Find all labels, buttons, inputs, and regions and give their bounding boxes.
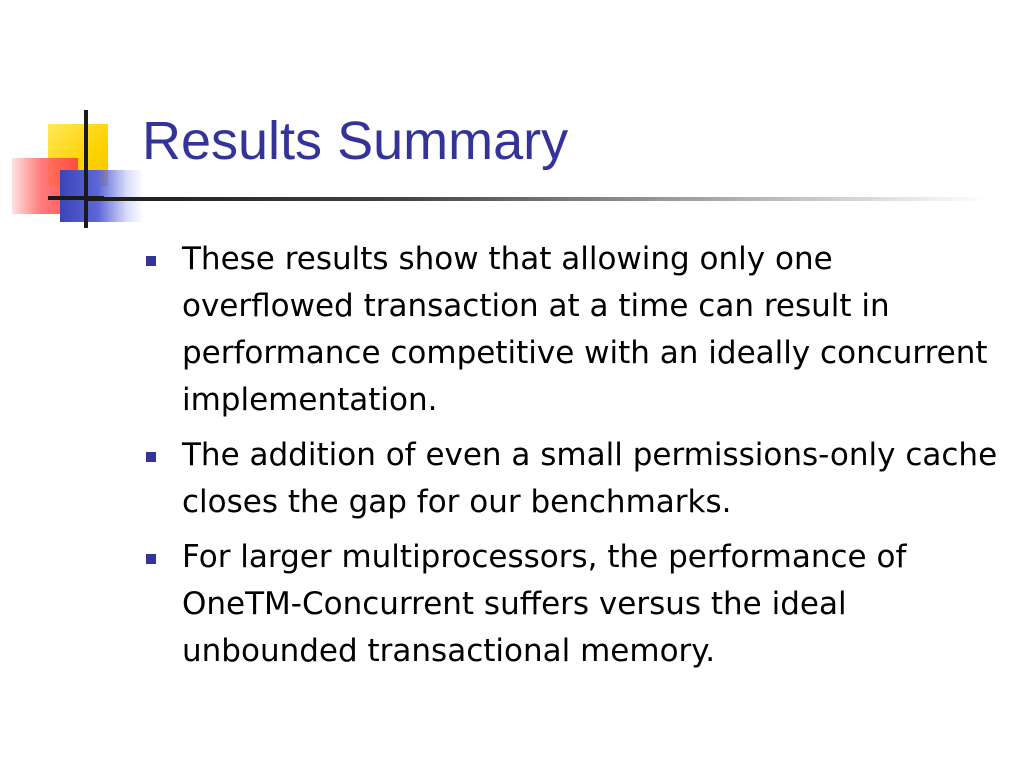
bullet-item: For larger multiprocessors, the performa… <box>142 534 1002 675</box>
square-bullet-icon <box>146 256 156 266</box>
title-underline <box>88 197 988 201</box>
bullet-text: These results show that allowing only on… <box>182 241 988 418</box>
bullet-item: These results show that allowing only on… <box>142 236 1002 424</box>
slide-title: Results Summary <box>142 111 569 171</box>
bullet-item: The addition of even a small permissions… <box>142 432 1002 526</box>
corner-ornament-horizontal-line <box>48 196 104 200</box>
corner-ornament-vertical-line <box>84 110 88 228</box>
bullet-list: These results show that allowing only on… <box>142 236 1002 683</box>
bullet-text: For larger multiprocessors, the performa… <box>182 539 907 669</box>
bullet-text: The addition of even a small permissions… <box>182 437 998 520</box>
square-bullet-icon <box>146 554 156 564</box>
square-bullet-icon <box>146 452 156 462</box>
